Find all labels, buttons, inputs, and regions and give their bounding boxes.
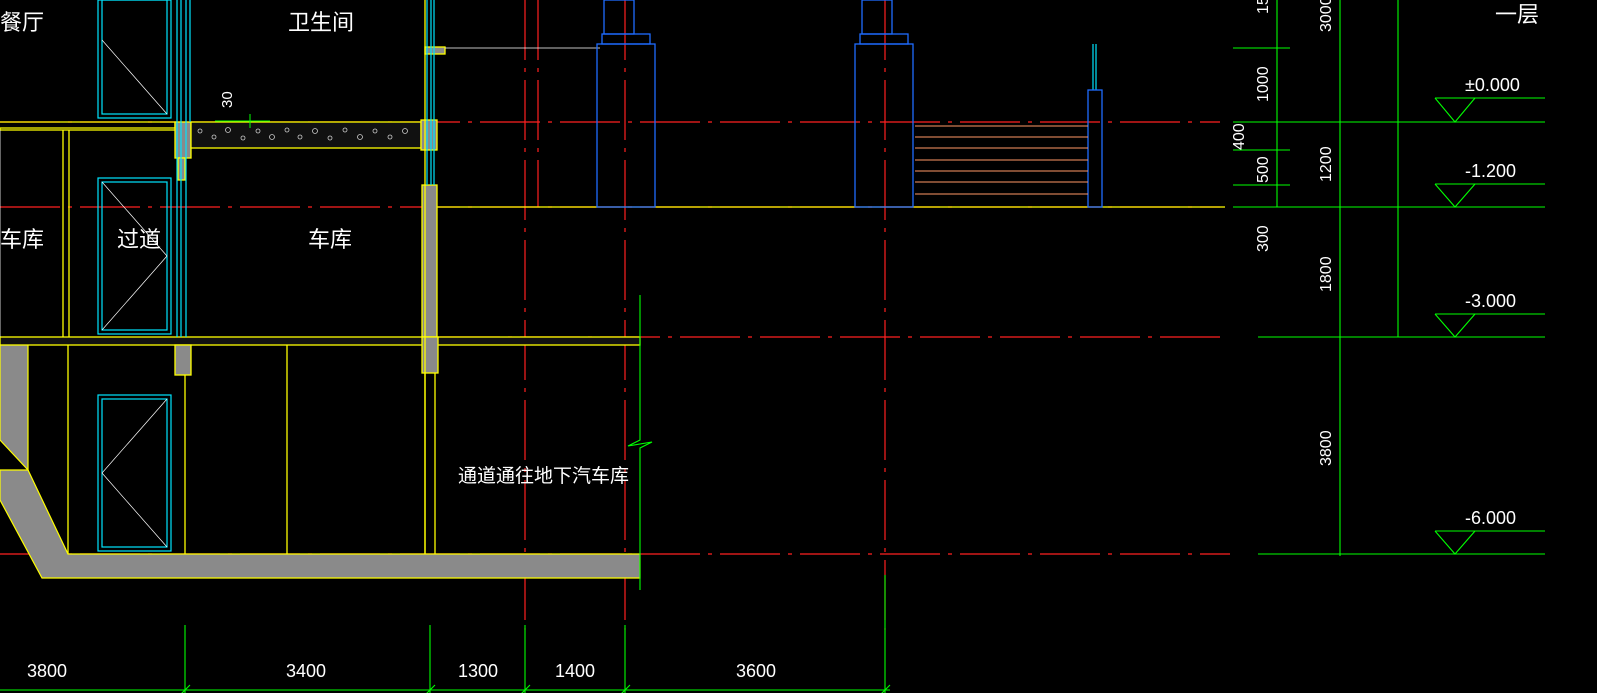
dim-15: 15	[1255, 0, 1272, 14]
elev-minus-1200: -1.200	[1465, 161, 1516, 181]
dimension-lines	[0, 0, 1545, 693]
elev-minus-6000: -6.000	[1465, 508, 1516, 528]
concrete-slabs	[0, 338, 641, 579]
dim-500: 500	[1255, 156, 1272, 183]
elev-0: ±0.000	[1465, 75, 1520, 95]
dim-3000: 3000	[1318, 0, 1335, 32]
label-corridor: 过道	[117, 227, 161, 252]
label-garage-main: 车库	[308, 227, 352, 252]
dim-3400: 3400	[286, 661, 326, 681]
dim-1400: 1400	[555, 661, 595, 681]
elev-minus-3000: -3.000	[1465, 291, 1516, 311]
room-labels: 餐厅 卫生间 车库 过道 车库 通道通往地下汽车库 30	[0, 10, 629, 487]
dim-3800: 3800	[27, 661, 67, 681]
dim-3800-vert: 3800	[1318, 430, 1335, 466]
dim-1800: 1800	[1318, 256, 1335, 292]
label-bathroom: 卫生间	[288, 10, 354, 35]
label-small-dim: 30	[219, 91, 236, 108]
dim-1300: 1300	[458, 661, 498, 681]
floor-label: 一层	[1495, 2, 1539, 27]
dim-1200: 1200	[1318, 146, 1335, 182]
door-window-frames	[97, 0, 1097, 552]
dim-1000: 1000	[1255, 66, 1272, 102]
dim-3600: 3600	[736, 661, 776, 681]
elevation-texts: 一层 ±0.000 -1.200 -3.000 -6.000	[1465, 2, 1539, 528]
walls	[0, 0, 1225, 554]
dim-400: 400	[1231, 123, 1248, 150]
bottom-dimension-texts: 3800 3400 1300 1400 3600	[27, 661, 776, 681]
label-passage-note: 通道通往地下汽车库	[458, 465, 629, 487]
right-dimension-texts: 15 1000 400 500 300 3000 1200 1800 3800	[1231, 0, 1335, 466]
label-garage-left: 车库	[0, 227, 44, 252]
slab-hatch	[197, 127, 408, 141]
dim-300: 300	[1255, 225, 1272, 252]
label-dining: 餐厅	[0, 10, 44, 35]
columns	[596, 0, 1103, 208]
stair-steps	[915, 125, 1088, 195]
